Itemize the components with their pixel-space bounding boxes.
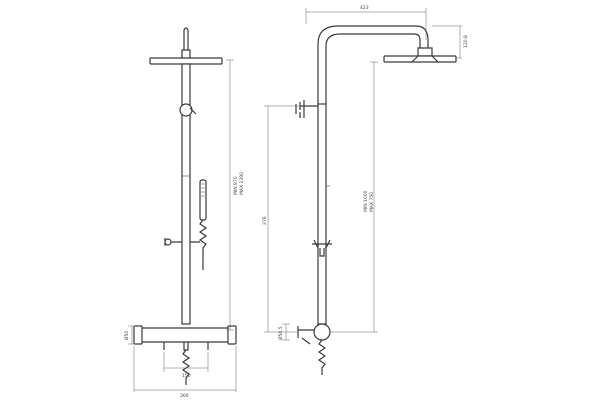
- side-drop-dim-line: [432, 25, 462, 59]
- side-riser-pipe: [317, 103, 327, 325]
- side-head-connector: [417, 47, 433, 57]
- side-height-dim-line: [330, 61, 378, 333]
- side-shower-arm: [317, 25, 429, 104]
- front-mixer-body: [139, 327, 231, 343]
- side-mixer-body: [313, 323, 331, 341]
- front-mixer-knob-left: [133, 325, 143, 345]
- front-width-dim-line: [133, 346, 237, 392]
- side-height-dim-line1: MIN 1000: [363, 190, 369, 212]
- side-inlet-dim-line: [282, 323, 290, 341]
- front-mixer-knob-right: [227, 325, 237, 345]
- front-head-connector: [181, 49, 191, 58]
- side-head-taper: [411, 55, 439, 63]
- side-reach-dim-line: [305, 8, 427, 40]
- side-bracket-screws: [295, 104, 305, 118]
- front-hand-shower-grill: [201, 183, 205, 197]
- front-inlet-dim-line: [128, 325, 136, 345]
- front-width-dim-text: 300: [180, 393, 189, 399]
- front-spacing-dim-text: 150: [182, 373, 191, 379]
- side-reach-dim-text: 423: [360, 5, 369, 11]
- front-head-neck: [183, 27, 189, 50]
- side-hose-connector: [319, 248, 325, 257]
- side-inlet-dim-text: Ø50,5: [277, 326, 284, 340]
- front-height-dim-line1: MIN 870: [233, 176, 239, 195]
- front-diverter: [179, 103, 193, 117]
- front-riser-pipe: [181, 63, 191, 325]
- side-wall-bracket-mid: [312, 239, 332, 249]
- front-view: MIN 870 MAX 1390 Ø50 150 300: [123, 27, 245, 399]
- side-mixer-arm: [297, 326, 314, 345]
- side-view: 423 120,8 276 MIN 1000 MAX 750 Ø50,5: [262, 5, 469, 375]
- side-height-dim-line2: MAX 750: [369, 192, 375, 212]
- side-mixer-hose: [317, 339, 327, 375]
- front-inlet-dim-text: Ø50: [123, 331, 130, 340]
- side-height-dim-text: MIN 1000 MAX 750: [363, 189, 375, 212]
- front-spacing-dim-line: [163, 352, 209, 372]
- front-mixer-hose: [181, 349, 191, 385]
- front-bracket-knob: [164, 238, 172, 246]
- front-height-dim-text: MIN 870 MAX 1390: [233, 172, 245, 195]
- front-height-dim-line2: MAX 1390: [239, 172, 245, 195]
- front-hand-hose: [198, 219, 208, 270]
- side-drop-dim-text: 120,8: [463, 35, 469, 48]
- front-height-dim-line: [226, 59, 234, 331]
- front-diverter-lever: [189, 107, 197, 115]
- front-hand-shower: [199, 179, 207, 221]
- side-lower-dim-line: [264, 105, 300, 333]
- front-mixer-outlet: [183, 342, 189, 351]
- side-wall-bracket-top: [299, 100, 318, 112]
- side-shower-head: [383, 55, 457, 63]
- side-lower-dim-text: 276: [262, 216, 268, 225]
- side-shower-arm-inner: [325, 33, 421, 104]
- front-shower-head: [149, 57, 223, 65]
